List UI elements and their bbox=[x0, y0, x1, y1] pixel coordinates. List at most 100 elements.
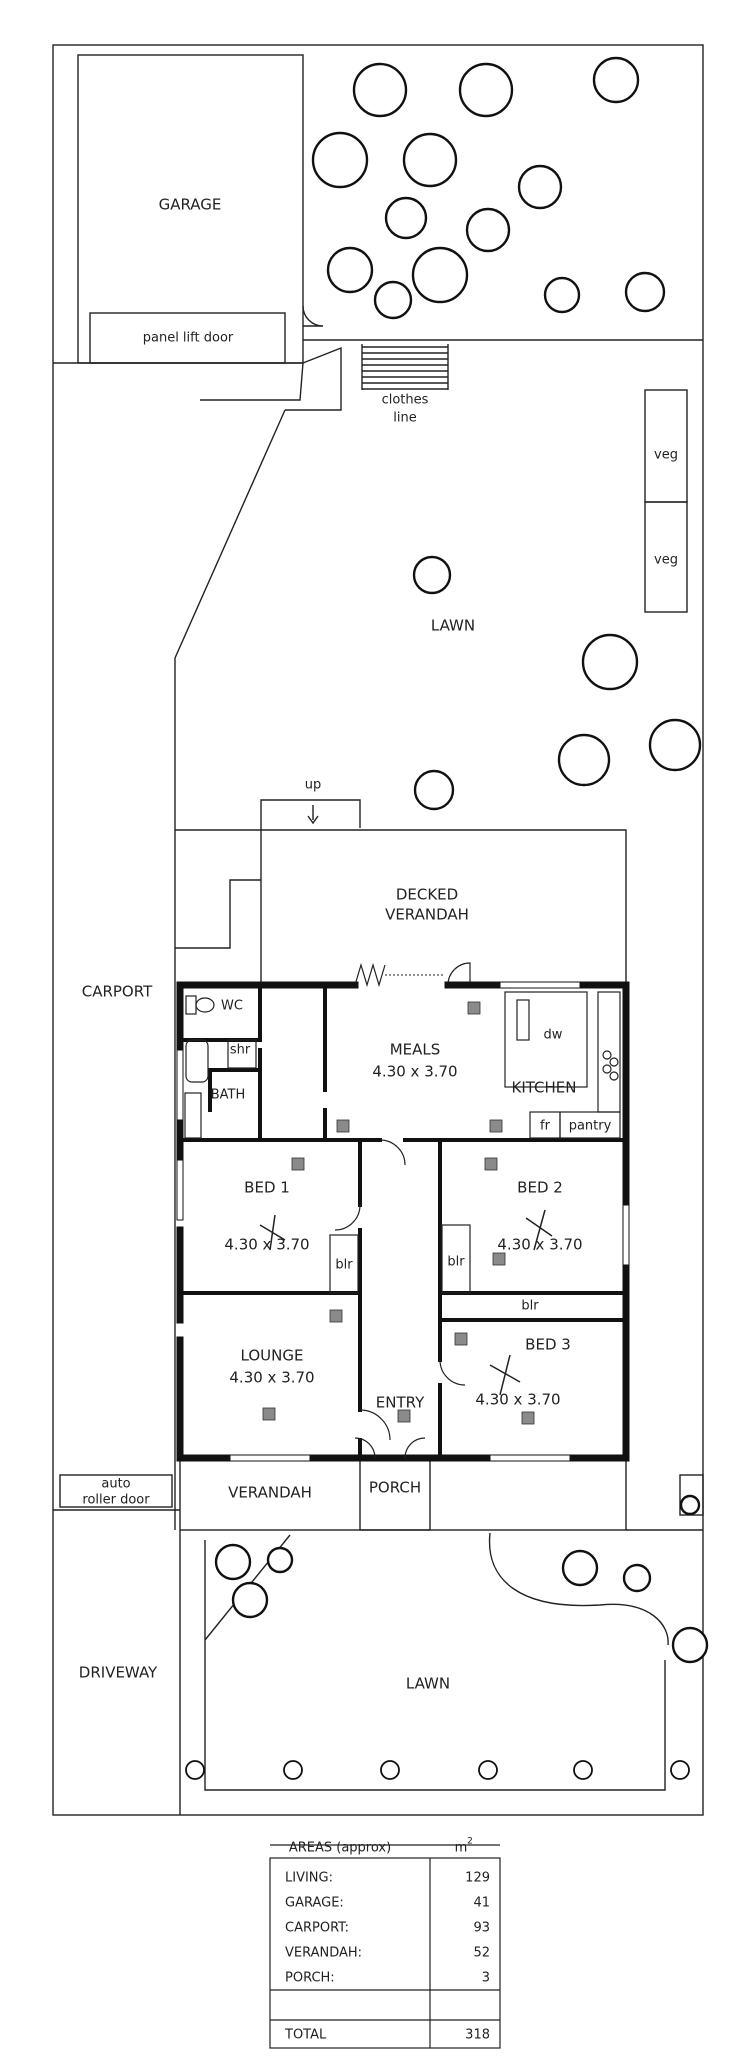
line-label: line bbox=[393, 411, 416, 426]
front-lawn-label: LAWN bbox=[406, 1675, 450, 1693]
tree-icon bbox=[413, 769, 455, 811]
tree-icon bbox=[311, 131, 369, 189]
auto-label: auto bbox=[101, 1477, 130, 1492]
veg-label-2: veg bbox=[654, 553, 678, 568]
tree-icon bbox=[624, 271, 666, 313]
area-row-value: 41 bbox=[473, 1896, 490, 1911]
vent-icon bbox=[484, 1157, 498, 1171]
up-label: up bbox=[305, 778, 322, 793]
bath-label: BATH bbox=[211, 1088, 246, 1103]
wc-label: WC bbox=[221, 999, 243, 1014]
porch-label: PORCH bbox=[369, 1479, 421, 1497]
meals-dimensions: 4.30 x 3.70 bbox=[372, 1063, 457, 1081]
area-row-label: LIVING: bbox=[285, 1871, 333, 1886]
lounge-label: LOUNGE bbox=[241, 1347, 304, 1365]
shrub-icon bbox=[573, 1760, 593, 1780]
tree-icon bbox=[214, 1543, 252, 1581]
ceiling-fan-icon bbox=[259, 1214, 286, 1251]
veg-bed-2 bbox=[644, 501, 688, 613]
tree-icon bbox=[557, 733, 611, 787]
tree-icon bbox=[352, 62, 408, 118]
veg-label-1: veg bbox=[654, 448, 678, 463]
tree-icon bbox=[231, 1581, 269, 1619]
meals-door-swing bbox=[447, 962, 471, 986]
vanity-icon bbox=[184, 1092, 202, 1139]
vent-icon bbox=[397, 1409, 411, 1423]
area-row-value: 3 bbox=[482, 1971, 490, 1986]
area-row-value: 52 bbox=[473, 1946, 490, 1961]
area-total-label: TOTAL bbox=[284, 2028, 327, 2043]
shower-icon bbox=[227, 1039, 257, 1069]
area-row-label: PORCH: bbox=[285, 1971, 335, 1986]
tree-icon bbox=[561, 1549, 599, 1587]
areas-unit-superscript: 2 bbox=[467, 1837, 473, 1847]
tree-icon bbox=[373, 280, 413, 320]
auto-roller-door-box bbox=[59, 1474, 173, 1508]
shower-label: shr bbox=[230, 1043, 251, 1058]
tree-icon bbox=[411, 246, 469, 304]
trees bbox=[185, 56, 709, 1780]
tree-icon bbox=[517, 164, 563, 210]
decked-verandah-label: VERANDAH bbox=[385, 906, 469, 924]
room-labels: GARAGE panel lift door clothes line veg … bbox=[79, 196, 678, 1693]
lounge-dimensions: 4.30 x 3.70 bbox=[229, 1369, 314, 1387]
area-total-value: 318 bbox=[465, 2028, 490, 2043]
vent-icon bbox=[329, 1309, 343, 1323]
tree-icon bbox=[412, 555, 452, 595]
meals-label: MEALS bbox=[390, 1041, 441, 1059]
tree-icon bbox=[592, 56, 640, 104]
side-diagonal-fence bbox=[174, 409, 286, 830]
vent-icon bbox=[521, 1411, 535, 1425]
tree-icon bbox=[679, 1494, 701, 1516]
vent-icon bbox=[291, 1157, 305, 1171]
area-row-label: GARAGE: bbox=[285, 1896, 344, 1911]
roller-door-label: roller door bbox=[82, 1493, 150, 1508]
house-walls bbox=[176, 981, 630, 1462]
tree-icon bbox=[402, 132, 458, 188]
entry-label: ENTRY bbox=[376, 1394, 425, 1412]
tree-icon bbox=[648, 718, 702, 772]
areas-title: AREAS (approx) bbox=[289, 1841, 391, 1856]
clothes-line-steps bbox=[361, 344, 449, 390]
vent-icon bbox=[262, 1407, 276, 1421]
decked-label: DECKED bbox=[396, 886, 458, 904]
vent-icon bbox=[336, 1119, 350, 1133]
veg-bed-1 bbox=[644, 389, 688, 503]
pantry-box bbox=[559, 1111, 621, 1139]
pantry-label: pantry bbox=[569, 1119, 612, 1134]
tree-icon bbox=[622, 1563, 652, 1593]
dishwasher-label: dw bbox=[544, 1028, 563, 1043]
panel-lift-door-label: panel lift door bbox=[143, 331, 234, 346]
area-row-label: CARPORT: bbox=[285, 1921, 349, 1936]
bathtub-icon bbox=[185, 1039, 209, 1083]
shrub-icon bbox=[283, 1760, 303, 1780]
windows bbox=[176, 981, 630, 1462]
ceiling-fan-icon bbox=[525, 1209, 553, 1251]
tree-icon bbox=[543, 276, 581, 314]
front-verandah-label: VERANDAH bbox=[228, 1484, 312, 1502]
decked-verandah-outline bbox=[175, 829, 627, 985]
tree-icon bbox=[384, 196, 428, 240]
ceiling-fan-icon bbox=[489, 1354, 521, 1396]
site-lines bbox=[52, 44, 704, 1816]
bed3-dimensions: 4.30 x 3.70 bbox=[475, 1391, 560, 1409]
fixtures bbox=[184, 991, 621, 1459]
tree-icon bbox=[458, 62, 514, 118]
bed2-label: BED 2 bbox=[517, 1179, 563, 1197]
area-row-label: VERANDAH: bbox=[285, 1946, 362, 1961]
tree-icon bbox=[671, 1626, 709, 1664]
garage-apron bbox=[200, 346, 342, 411]
area-row-value: 93 bbox=[473, 1921, 490, 1936]
vent-icon bbox=[454, 1332, 468, 1346]
kitchen-label: KITCHEN bbox=[512, 1079, 577, 1097]
bifold-door bbox=[354, 962, 386, 988]
area-row-value: 129 bbox=[465, 1871, 490, 1886]
shrub-icon bbox=[380, 1760, 400, 1780]
areas-unit: m bbox=[455, 1841, 468, 1856]
garage-side-door bbox=[302, 305, 324, 327]
vent-icon bbox=[467, 1001, 481, 1015]
tree-icon bbox=[266, 1546, 294, 1574]
tree-icon bbox=[581, 633, 639, 691]
tree-icon bbox=[465, 207, 511, 253]
